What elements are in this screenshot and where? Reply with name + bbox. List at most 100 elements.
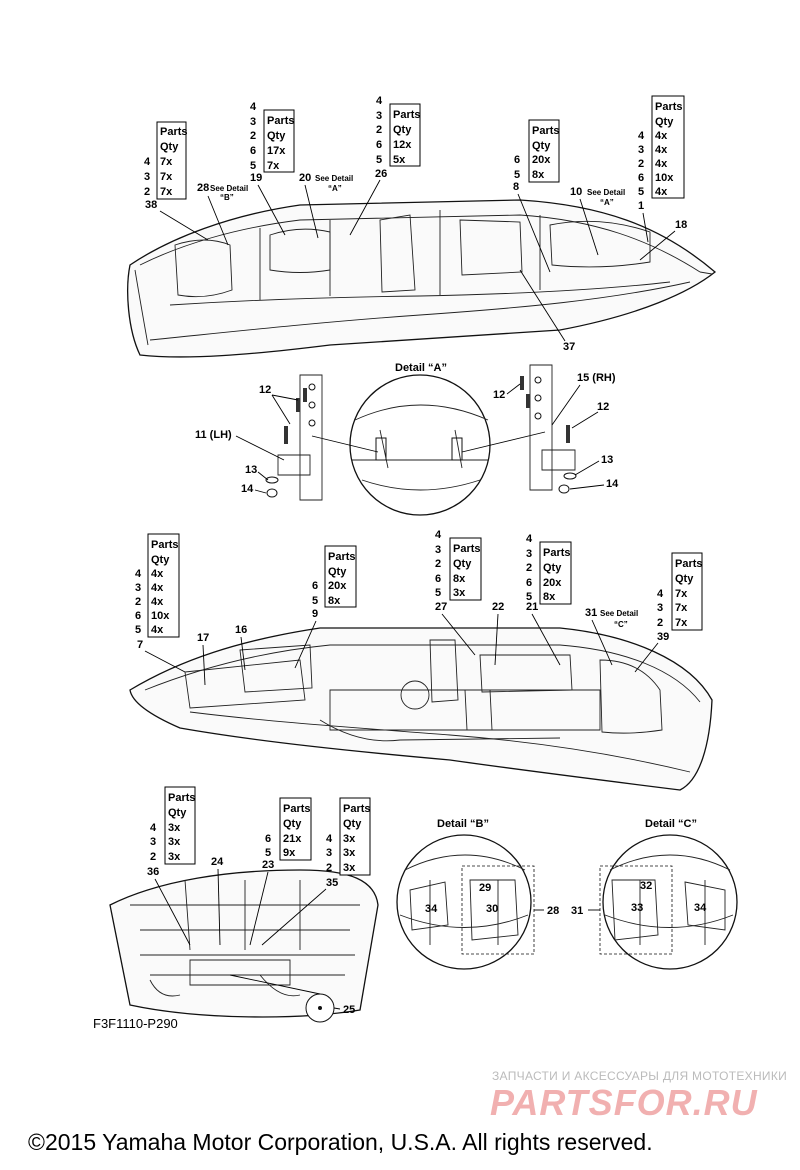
- callout: 12: [259, 384, 271, 396]
- qty-value: 3x: [343, 833, 356, 845]
- part-number: 2: [150, 851, 156, 863]
- callout: 31: [585, 607, 597, 619]
- qty-value: 7x: [675, 588, 688, 600]
- qty-value: 21x: [283, 833, 302, 845]
- callout: 39: [657, 631, 669, 643]
- qty-value: 7x: [675, 617, 688, 629]
- parts-table: Parts Qty 8x 3x 4 3 2 6 5: [435, 529, 482, 601]
- part-number: 2: [135, 596, 141, 608]
- callout: 31: [571, 905, 583, 917]
- callout: 12: [597, 401, 609, 413]
- part-number: 3: [526, 548, 532, 560]
- parts-table: Parts Qty 20x 8x 6 5: [514, 119, 560, 183]
- qty-header: Qty: [328, 566, 347, 578]
- part-number: 4: [638, 130, 645, 142]
- callout: 8: [513, 181, 519, 193]
- qty-value: 10x: [151, 610, 170, 622]
- part-number: 4: [250, 101, 257, 113]
- detail-ref: “A”: [328, 184, 342, 193]
- part-number: 5: [135, 624, 141, 636]
- part-number: 2: [250, 130, 256, 142]
- qty-value: 20x: [543, 577, 562, 589]
- qty-value: 7x: [267, 160, 280, 172]
- parts-header: Parts: [267, 115, 295, 127]
- detail-c-title: Detail “C”: [645, 818, 697, 830]
- parts-header: Parts: [655, 101, 683, 113]
- parts-table: Parts Qty 4x 4x 4x 10x 4x 4 3 2 6 5: [135, 533, 180, 638]
- qty-value: 3x: [168, 851, 181, 863]
- callout: 38: [145, 199, 157, 211]
- parts-table: Parts Qty 3x 3x 3x 4 3 2: [150, 786, 196, 865]
- callout: 28: [197, 182, 209, 194]
- part-number: 3: [144, 171, 150, 183]
- qty-value: 4x: [655, 144, 668, 156]
- detail-ref: “B”: [220, 193, 234, 202]
- part-number: 6: [435, 573, 441, 585]
- watermark-logo: PARTSFOR.RU: [490, 1082, 758, 1123]
- callout: 35: [326, 877, 338, 889]
- callout: 15 (RH): [577, 372, 616, 384]
- stern-illustration: [109, 869, 379, 1023]
- parts-header: Parts: [328, 551, 356, 563]
- detail-ref: “C”: [614, 620, 628, 629]
- see-detail-label: See Detail: [600, 609, 638, 618]
- detail-b-title: Detail “B”: [437, 818, 489, 830]
- qty-value: 4x: [151, 596, 164, 608]
- qty-header: Qty: [283, 818, 302, 830]
- part-number: 3: [135, 582, 141, 594]
- qty-header: Qty: [543, 562, 562, 574]
- qty-value: 4x: [151, 582, 164, 594]
- parts-header: Parts: [151, 539, 179, 551]
- detail-ref: “A”: [600, 198, 614, 207]
- copyright-notice: ©2015 Yamaha Motor Corporation, U.S.A. A…: [28, 1129, 653, 1155]
- part-number: 5: [514, 169, 520, 181]
- callout: 22: [492, 601, 504, 613]
- callout: 19: [250, 172, 262, 184]
- callout: 14: [606, 478, 619, 490]
- detail-b: Detail “B” 29 34 30 28: [396, 818, 559, 970]
- part-number: 4: [150, 822, 157, 834]
- qty-header: Qty: [393, 124, 412, 136]
- part-number: 4: [657, 588, 664, 600]
- qty-value: 8x: [453, 573, 466, 585]
- callout: 7: [137, 639, 143, 651]
- callout: 28: [547, 905, 559, 917]
- qty-value: 9x: [283, 847, 296, 859]
- parts-header: Parts: [343, 803, 371, 815]
- qty-value: 7x: [675, 602, 688, 614]
- qty-value: 3x: [453, 587, 466, 599]
- part-number: 6: [376, 139, 382, 151]
- callout: 34: [694, 902, 707, 914]
- callout: 11 (LH): [195, 429, 232, 441]
- part-number: 4: [326, 833, 333, 845]
- parts-header: Parts: [532, 125, 560, 137]
- qty-value: 12x: [393, 139, 412, 151]
- qty-value: 3x: [343, 862, 356, 874]
- qty-value: 20x: [532, 154, 551, 166]
- watermark-subtitle: ЗАПЧАСТИ И АКСЕССУАРЫ ДЛЯ МОТОТЕХНИКИ: [492, 1069, 788, 1083]
- part-number: 5: [435, 587, 441, 599]
- part-number: 3: [250, 116, 256, 128]
- qty-value: 20x: [328, 580, 347, 592]
- callout: 23: [262, 859, 274, 871]
- callout: 13: [245, 464, 257, 476]
- part-number: 3: [150, 836, 156, 848]
- callout: 18: [675, 219, 687, 231]
- part-number: 3: [326, 847, 332, 859]
- part-number: 2: [326, 862, 332, 874]
- callout: 24: [211, 856, 224, 868]
- callout: 10: [570, 186, 582, 198]
- qty-header: Qty: [675, 573, 694, 585]
- see-detail-label: See Detail: [210, 184, 248, 193]
- callout: 12: [493, 389, 505, 401]
- qty-value: 8x: [328, 595, 341, 607]
- part-number: 2: [144, 186, 150, 198]
- callout: 36: [147, 866, 159, 878]
- part-number: 3: [376, 110, 382, 122]
- qty-value: 7x: [160, 156, 173, 168]
- part-number: 4: [144, 156, 151, 168]
- part-number: 4: [135, 568, 142, 580]
- qty-value: 7x: [160, 186, 173, 198]
- qty-value: 3x: [168, 836, 181, 848]
